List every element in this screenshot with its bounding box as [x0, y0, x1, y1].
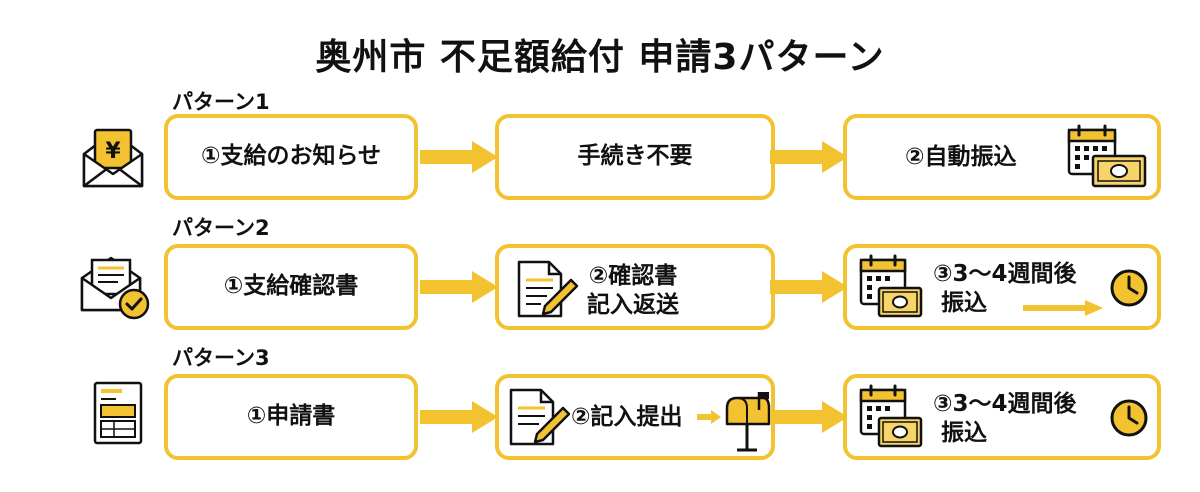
yen-envelope-icon: ¥: [82, 128, 144, 188]
arrow-right-icon: [770, 401, 848, 433]
pattern-1-step-2: 手続き不要: [495, 114, 775, 200]
pattern-2-step-2: ②確認書 記入返送: [495, 244, 775, 330]
clock-icon: [1110, 399, 1148, 437]
arrow-right-icon: [420, 141, 498, 173]
arrow-right-icon: [420, 271, 498, 303]
pattern-3-step-1: ①申請書: [164, 374, 418, 460]
calendar-money-icon: [859, 384, 923, 448]
pattern-1-label: パターン1: [172, 90, 270, 114]
arrow-right-icon: [420, 401, 498, 433]
pattern-1-step-3: ②自動振込: [843, 114, 1161, 200]
clock-icon: [1110, 269, 1148, 307]
svg-text:¥: ¥: [105, 139, 121, 164]
step-text: 振込: [941, 420, 987, 447]
pattern-3-step-3: ③3〜4週間後 振込: [843, 374, 1161, 460]
mailbox-icon: [725, 392, 771, 452]
form-document-icon: [93, 381, 143, 445]
pattern-2-step-1: ①支給確認書: [164, 244, 418, 330]
pattern-2-step-3: ③3〜4週間後 振込: [843, 244, 1161, 330]
step-text: ③3〜4週間後: [933, 261, 1077, 287]
arrow-right-icon: [1023, 300, 1103, 316]
step-text: ②自動振込: [905, 144, 1017, 170]
arrow-right-icon: [770, 141, 848, 173]
calendar-money-icon: [1067, 124, 1147, 188]
step-text: ①申請書: [246, 403, 336, 430]
step-text: 手続き不要: [577, 143, 693, 170]
step-text: ①支給確認書: [223, 273, 359, 300]
page-title: 奥州市 不足額給付 申請3パターン: [315, 37, 885, 78]
document-pen-icon: [517, 260, 579, 318]
step-text: 記入返送: [587, 292, 679, 319]
calendar-money-icon: [859, 254, 923, 318]
step-text: ②記入提出: [571, 404, 683, 430]
step-text: 振込: [941, 290, 987, 317]
step-text: ②確認書: [588, 263, 678, 289]
document-pen-icon: [509, 388, 571, 446]
pattern-3-step-2: ②記入提出: [495, 374, 775, 460]
arrow-right-icon: [697, 410, 721, 424]
step-text: ①支給のお知らせ: [200, 143, 381, 170]
pattern-1-step-1: ①支給のお知らせ: [164, 114, 418, 200]
pattern-3-label: パターン3: [172, 346, 270, 370]
step-text: ③3〜4週間後: [933, 391, 1077, 417]
envelope-check-icon: [80, 256, 150, 320]
pattern-2-label: パターン2: [172, 216, 270, 240]
arrow-right-icon: [770, 271, 848, 303]
